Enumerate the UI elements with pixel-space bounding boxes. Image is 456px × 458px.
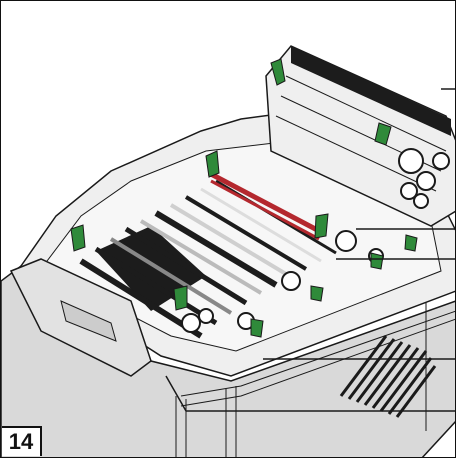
callout-lines (165, 88, 455, 412)
ribbon-bar (207, 170, 325, 241)
drive-gears (181, 230, 384, 333)
figure-number: 14 (2, 426, 42, 456)
vent-grille (339, 335, 437, 418)
green-levers (70, 58, 418, 338)
open-cover (265, 45, 455, 227)
front-flap (9, 258, 152, 377)
callout-5 (165, 375, 455, 412)
